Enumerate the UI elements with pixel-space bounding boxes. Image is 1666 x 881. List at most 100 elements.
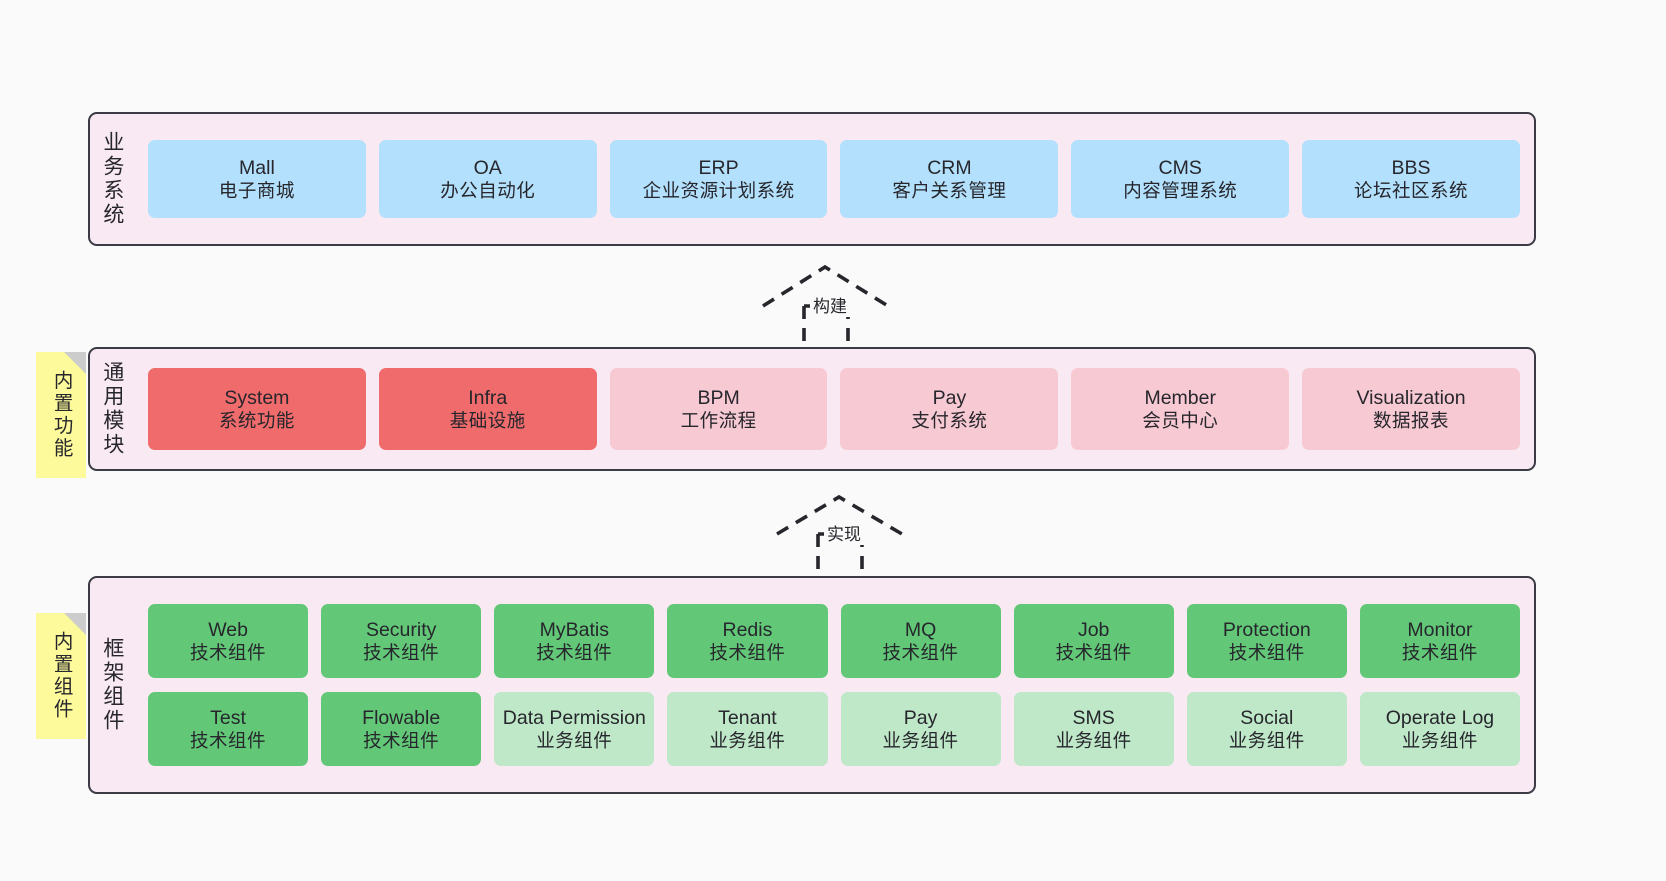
node-oa[interactable]: OA 办公自动化 [378, 140, 597, 218]
node-redis-en: Redis [722, 618, 773, 641]
arrow-implement: 实现 [772, 492, 912, 570]
node-web-en: Web [208, 618, 248, 641]
node-flowable-cn: 技术组件 [363, 729, 440, 751]
node-erp-cn: 企业资源计划系统 [642, 179, 795, 201]
node-bpm[interactable]: BPM 工作流程 [609, 368, 828, 450]
node-mybatis-en: MyBatis [539, 618, 609, 641]
layer-framework-components: 框架组件 Web 技术组件 Security 技术组件 MyBatis 技术组件… [88, 576, 1536, 794]
node-sms-en: SMS [1072, 706, 1115, 729]
node-system-en: System [224, 386, 290, 409]
node-pay-component-cn: 业务组件 [882, 729, 959, 751]
node-protection[interactable]: Protection 技术组件 [1186, 604, 1347, 678]
node-crm[interactable]: CRM 客户关系管理 [840, 140, 1059, 218]
layer-common-modules: 通用模块 System 系统功能 Infra 基础设施 BPM 工作流程 Pay… [88, 347, 1536, 471]
node-mq-en: MQ [904, 618, 937, 641]
node-social-cn: 业务组件 [1228, 729, 1305, 751]
node-mall-cn: 电子商城 [218, 179, 295, 201]
node-bpm-en: BPM [697, 386, 740, 409]
node-protection-en: Protection [1222, 618, 1311, 641]
node-crm-en: CRM [927, 156, 972, 179]
arrow-build-label: 构建 [810, 292, 850, 317]
node-erp[interactable]: ERP 企业资源计划系统 [609, 140, 828, 218]
node-erp-en: ERP [698, 156, 739, 179]
node-monitor[interactable]: Monitor 技术组件 [1359, 604, 1520, 678]
node-sms[interactable]: SMS 业务组件 [1013, 692, 1174, 766]
node-tenant-en: Tenant [718, 706, 777, 729]
node-visualization-en: Visualization [1356, 386, 1466, 409]
node-cms-en: CMS [1158, 156, 1202, 179]
node-protection-cn: 技术组件 [1228, 641, 1305, 663]
node-job[interactable]: Job 技术组件 [1013, 604, 1174, 678]
node-pay-module-en: Pay [932, 386, 967, 409]
node-redis[interactable]: Redis 技术组件 [667, 604, 828, 678]
node-operate-log[interactable]: Operate Log 业务组件 [1359, 692, 1520, 766]
node-member-cn: 会员中心 [1142, 409, 1219, 431]
layer-business-nodes: Mall 电子商城 OA 办公自动化 ERP 企业资源计划系统 CRM 客户关系… [134, 114, 1534, 244]
node-pay-component[interactable]: Pay 业务组件 [840, 692, 1001, 766]
node-job-cn: 技术组件 [1055, 641, 1132, 663]
layer-business-systems: 业务系统 Mall 电子商城 OA 办公自动化 ERP 企业资源计划系统 CRM… [88, 112, 1536, 246]
node-system[interactable]: System 系统功能 [148, 368, 366, 450]
node-member[interactable]: Member 会员中心 [1071, 368, 1290, 450]
node-security-en: Security [365, 618, 437, 641]
node-monitor-en: Monitor [1407, 618, 1473, 641]
node-infra-en: Infra [468, 386, 508, 409]
node-pay-module-cn: 支付系统 [911, 409, 988, 431]
layer-modules-nodes: System 系统功能 Infra 基础设施 BPM 工作流程 Pay 支付系统… [134, 349, 1534, 469]
note-builtin-features-label: 内置功能 [50, 370, 73, 460]
node-mall[interactable]: Mall 电子商城 [148, 140, 366, 218]
node-visualization-cn: 数据报表 [1373, 409, 1450, 431]
layer-framework-title: 框架组件 [100, 637, 124, 733]
node-security[interactable]: Security 技术组件 [321, 604, 482, 678]
node-tenant-cn: 业务组件 [709, 729, 786, 751]
note-builtin-components-label: 内置组件 [50, 631, 73, 721]
node-system-cn: 系统功能 [218, 409, 295, 431]
node-member-en: Member [1144, 386, 1216, 409]
node-infra-cn: 基础设施 [449, 409, 526, 431]
layer-modules-title: 通用模块 [100, 361, 124, 457]
arrow-implement-label: 实现 [824, 520, 864, 545]
node-pay-component-en: Pay [903, 706, 938, 729]
node-data-permission-cn: 业务组件 [536, 729, 613, 751]
node-social[interactable]: Social 业务组件 [1186, 692, 1347, 766]
node-mq-cn: 技术组件 [882, 641, 959, 663]
node-crm-cn: 客户关系管理 [892, 179, 1007, 201]
node-tenant[interactable]: Tenant 业务组件 [667, 692, 828, 766]
note-builtin-components: 内置组件 [36, 613, 86, 739]
node-bpm-cn: 工作流程 [680, 409, 757, 431]
node-test-en: Test [210, 706, 246, 729]
layer-business-title: 业务系统 [100, 131, 124, 227]
node-pay-module[interactable]: Pay 支付系统 [840, 368, 1059, 450]
node-visualization[interactable]: Visualization 数据报表 [1302, 368, 1520, 450]
arrow-build: 构建 [758, 262, 898, 348]
node-flowable-en: Flowable [362, 706, 441, 729]
node-security-cn: 技术组件 [363, 641, 440, 663]
layer-framework-nodes: Web 技术组件 Security 技术组件 MyBatis 技术组件 Redi… [134, 578, 1534, 792]
node-data-permission-en: Data Permission [502, 706, 646, 729]
node-job-en: Job [1077, 618, 1110, 641]
node-redis-cn: 技术组件 [709, 641, 786, 663]
note-builtin-features: 内置功能 [36, 352, 86, 478]
node-infra[interactable]: Infra 基础设施 [378, 368, 597, 450]
node-mq[interactable]: MQ 技术组件 [840, 604, 1001, 678]
node-operate-log-cn: 业务组件 [1401, 729, 1478, 751]
node-mybatis-cn: 技术组件 [536, 641, 613, 663]
node-cms-cn: 内容管理系统 [1123, 179, 1238, 201]
node-operate-log-en: Operate Log [1385, 706, 1495, 729]
node-sms-cn: 业务组件 [1055, 729, 1132, 751]
node-test-cn: 技术组件 [190, 729, 267, 751]
node-web[interactable]: Web 技术组件 [148, 604, 309, 678]
node-flowable[interactable]: Flowable 技术组件 [321, 692, 482, 766]
node-mall-en: Mall [239, 156, 275, 179]
node-mybatis[interactable]: MyBatis 技术组件 [494, 604, 655, 678]
node-bbs[interactable]: BBS 论坛社区系统 [1302, 140, 1520, 218]
node-data-permission[interactable]: Data Permission 业务组件 [494, 692, 655, 766]
node-monitor-cn: 技术组件 [1401, 641, 1478, 663]
framework-row-technical: Web 技术组件 Security 技术组件 MyBatis 技术组件 Redi… [148, 604, 1520, 678]
node-web-cn: 技术组件 [190, 641, 267, 663]
node-oa-en: OA [473, 156, 502, 179]
node-cms[interactable]: CMS 内容管理系统 [1071, 140, 1290, 218]
node-bbs-cn: 论坛社区系统 [1354, 179, 1469, 201]
node-test[interactable]: Test 技术组件 [148, 692, 309, 766]
